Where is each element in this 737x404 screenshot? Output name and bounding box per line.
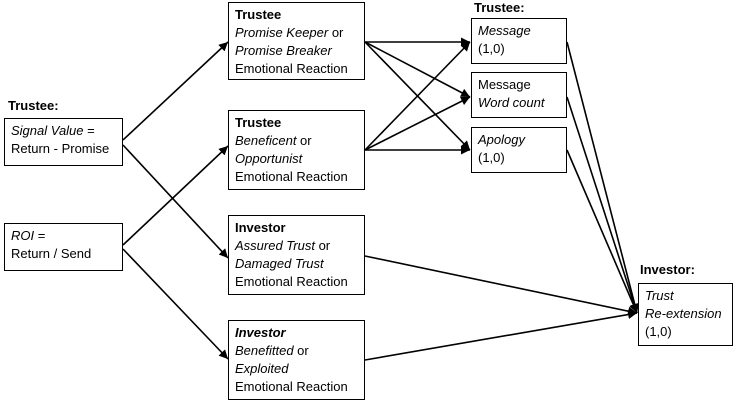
beneficent-title: Trustee xyxy=(235,115,282,130)
node-apology: Apology (1,0) xyxy=(471,127,567,173)
promise-keeper-or: or xyxy=(328,25,344,40)
assured-trust-or: or xyxy=(314,238,331,253)
benefitted-reaction: Emotional Reaction xyxy=(235,379,348,394)
node-trust-reextension: Trust Re-extension (1,0) xyxy=(638,283,733,346)
word-count-value: Word count xyxy=(478,95,545,110)
node-message: Message (1,0) xyxy=(471,18,567,64)
arrow-wordcount-to-trust xyxy=(566,96,639,314)
arrow-roi-to-benefitted xyxy=(122,248,229,360)
roi-formula: Return / Send xyxy=(11,246,92,261)
node-promise-keeper: Trustee Promise Keeper or Promise Breake… xyxy=(228,2,365,80)
node-signal-value: Signal Value = Return - Promise xyxy=(4,118,123,166)
arrow-benefitted-to-trust xyxy=(364,310,638,361)
node-benefitted: Investor Benefitted or Exploited Emotion… xyxy=(228,320,365,400)
benefitted-option1: Benefitted xyxy=(235,343,294,358)
arrow-message-to-trust xyxy=(566,41,640,314)
arrow-roi-to-beneficent xyxy=(122,145,229,246)
arrow-assured-to-trust xyxy=(364,255,638,316)
node-word-count: Message Word count xyxy=(471,72,567,118)
word-count-label: Message xyxy=(478,77,531,92)
benefitted-or: or xyxy=(293,343,309,358)
apology-label: Apology xyxy=(478,132,525,147)
node-roi: ROI = Return / Send xyxy=(4,223,123,271)
assured-trust-option2: Damaged Trust xyxy=(235,256,324,271)
trust-reextension-line2: Re-extension xyxy=(645,306,722,321)
beneficent-or: or xyxy=(296,133,312,148)
label-trustee-right: Trustee: xyxy=(474,0,525,15)
benefitted-option2: Exploited xyxy=(235,361,289,376)
beneficent-option1: Beneficent xyxy=(235,133,297,148)
label-trustee-left: Trustee: xyxy=(8,98,59,113)
node-beneficent: Trustee Beneficent or Opportunist Emotio… xyxy=(228,110,365,190)
message-label: Message xyxy=(478,23,531,38)
arrow-beneficent-to-message xyxy=(364,41,471,151)
beneficent-option2: Opportunist xyxy=(235,151,303,166)
roi-equals: = xyxy=(34,228,46,243)
beneficent-reaction: Emotional Reaction xyxy=(235,169,348,184)
promise-keeper-title: Trustee xyxy=(235,7,282,22)
promise-keeper-option1: Promise Keeper xyxy=(235,25,329,40)
trust-reextension-line1: Trust xyxy=(645,288,674,303)
message-value: (1,0) xyxy=(478,41,505,56)
assured-trust-title: Investor xyxy=(235,220,286,235)
signal-value-formula: Return - Promise xyxy=(11,141,110,156)
assured-trust-option1: Assured Trust xyxy=(235,238,315,253)
promise-keeper-reaction: Emotional Reaction xyxy=(235,61,348,76)
arrow-apology-to-trust xyxy=(566,149,638,314)
arrow-promise-to-wordcount xyxy=(364,41,471,98)
assured-trust-reaction: Emotional Reaction xyxy=(235,274,348,289)
apology-value: (1,0) xyxy=(478,150,505,165)
signal-value-equals: = xyxy=(83,123,95,138)
label-investor-right: Investor: xyxy=(640,262,695,277)
trust-reextension-value: (1,0) xyxy=(645,324,672,339)
roi-term: ROI xyxy=(11,228,35,243)
arrow-beneficent-to-wordcount xyxy=(364,96,471,151)
promise-keeper-option2: Promise Breaker xyxy=(235,43,332,58)
benefitted-title: Investor xyxy=(235,325,286,340)
arrow-signal-to-assured xyxy=(122,144,229,259)
node-assured-trust: Investor Assured Trust or Damaged Trust … xyxy=(228,215,365,295)
signal-value-term: Signal Value xyxy=(11,123,84,138)
arrow-signal-to-promise xyxy=(122,41,229,141)
